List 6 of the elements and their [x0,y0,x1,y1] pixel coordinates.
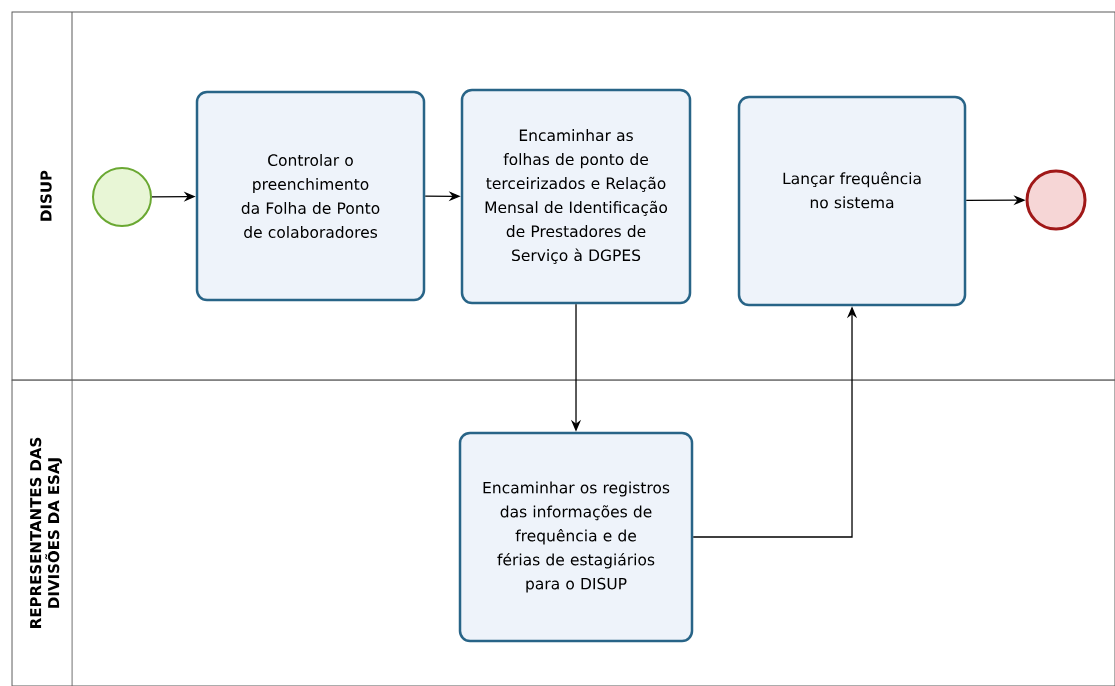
start-event-circle [92,167,152,227]
end-event-circle [1025,169,1087,231]
task-box: Encaminhar os registros das informações de frequência e de férias de estagiários para o DISUP [458,431,694,643]
task-box: Encaminhar as folhas de ponto de terceirizados e Relação Mensal de Identificação de Prestadores de Serviço à DGPES [460,88,692,305]
task-box: Lançar frequência no sistema [737,95,967,307]
task-box: Controlar o preenchimento da Folha de Ponto de colaboradores [195,90,426,302]
